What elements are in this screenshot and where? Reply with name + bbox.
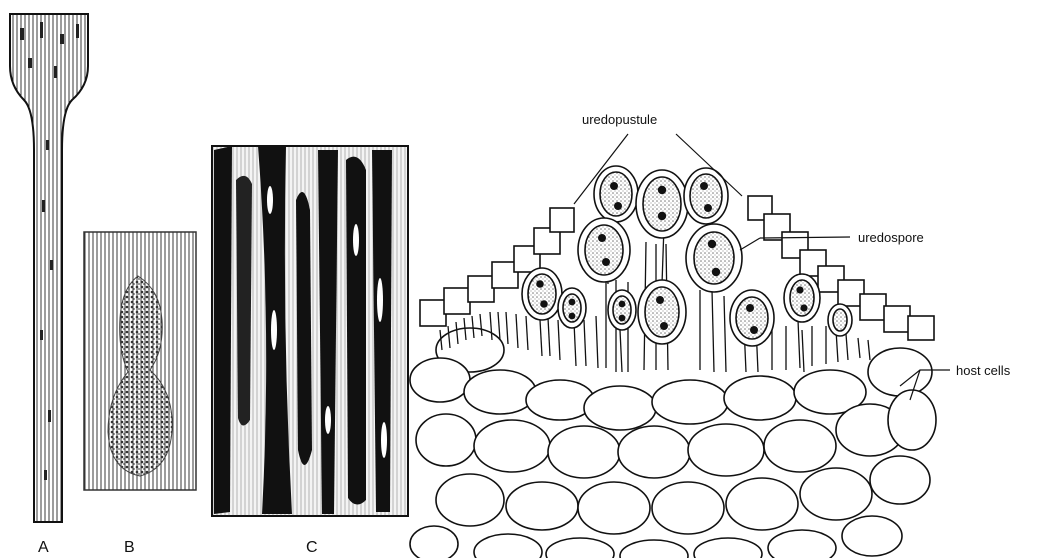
host-cells (410, 328, 936, 558)
uredospore (578, 218, 630, 282)
uredospore-label: uredospore (858, 230, 924, 245)
panel-label-c: C (306, 539, 318, 556)
panel-label-b: B (124, 539, 135, 556)
uredospore (730, 290, 774, 346)
panel-c-magnified-surface (212, 146, 408, 516)
uredospore (522, 268, 562, 320)
uredospore (558, 288, 586, 328)
uredospore (594, 166, 638, 222)
uredospore (784, 274, 820, 322)
host-cells-label: host cells (956, 363, 1011, 378)
uredospore (608, 290, 636, 330)
uredospore (636, 170, 688, 238)
uredopustule-cross-section (410, 134, 950, 558)
uredospore (686, 224, 742, 292)
uredospore (638, 280, 686, 344)
panel-b-leaf-section (84, 232, 196, 490)
panel-label-a: A (38, 539, 49, 556)
uredopustule-label: uredopustule (582, 112, 657, 127)
panel-a-leaf (10, 14, 88, 522)
uredospore (828, 304, 852, 336)
